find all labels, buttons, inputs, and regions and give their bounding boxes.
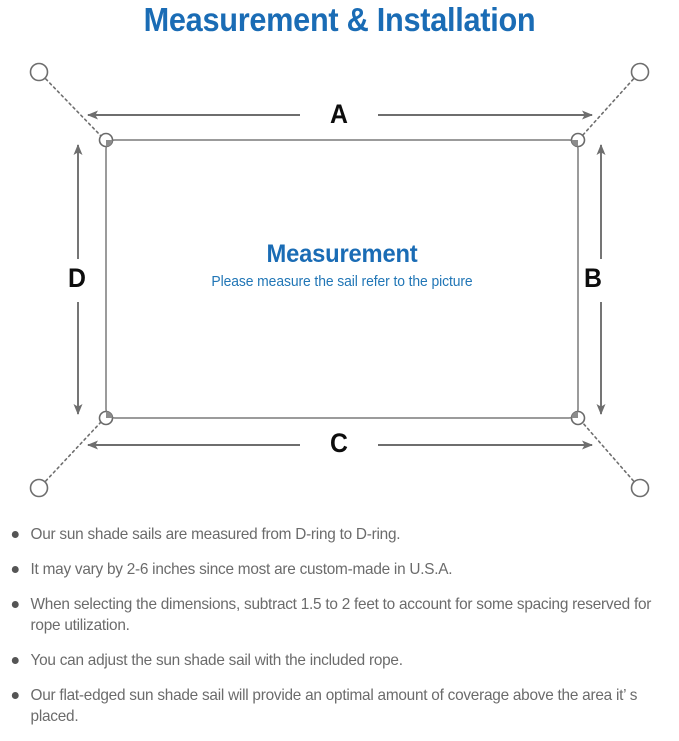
d-ring-fill-top-left: [106, 140, 113, 147]
list-item-text: It may vary by 2-6 inches since most are…: [30, 561, 453, 578]
list-item: Our flat-edged sun shade sail will provi…: [0, 685, 669, 727]
list-item: When selecting the dimensions, subtract …: [0, 594, 669, 636]
bullet-dot-icon: [11, 657, 19, 664]
rope-bottom-left: [41, 421, 102, 486]
bullet-dot-icon: [11, 566, 19, 573]
anchor-bottom-left: [29, 478, 49, 498]
list-item-text: When selecting the dimensions, subtract …: [30, 596, 652, 634]
bullet-dot-icon: [11, 601, 19, 608]
page-title: Measurement & Installation: [143, 1, 536, 38]
list-item: You can adjust the sun shade sail with t…: [0, 650, 669, 671]
list-item-text: Our sun shade sails are measured from D-…: [30, 526, 401, 543]
notes-list: Our sun shade sails are measured from D-…: [0, 524, 679, 741]
d-ring-fill-bottom-right: [571, 411, 578, 418]
anchor-bottom-right: [630, 478, 650, 498]
dimension-label-b: B: [584, 263, 602, 293]
anchor-top-right: [630, 62, 650, 82]
rope-lines: [41, 74, 638, 486]
rope-top-left: [41, 74, 102, 137]
anchor-points: [29, 62, 650, 498]
list-item-text: Our flat-edged sun shade sail will provi…: [30, 687, 638, 725]
list-item: It may vary by 2-6 inches since most are…: [0, 559, 669, 580]
rope-bottom-right: [581, 421, 638, 486]
sail-body: [105, 139, 579, 419]
list-item: Our sun shade sails are measured from D-…: [0, 524, 669, 545]
bullet-dot-icon: [11, 692, 19, 699]
list-item-text: You can adjust the sun shade sail with t…: [30, 652, 403, 669]
sail-measurement-diagram: [29, 62, 650, 498]
dimension-label-a: A: [330, 99, 348, 129]
dimension-label-c: C: [330, 428, 348, 458]
dimension-label-d: D: [68, 263, 86, 293]
rope-top-right: [581, 74, 638, 137]
d-ring-fill-bottom-left: [106, 411, 113, 418]
bullet-dot-icon: [11, 531, 19, 538]
d-ring-fills: [106, 140, 578, 418]
anchor-top-left: [29, 62, 49, 82]
d-ring-fill-top-right: [571, 140, 578, 147]
